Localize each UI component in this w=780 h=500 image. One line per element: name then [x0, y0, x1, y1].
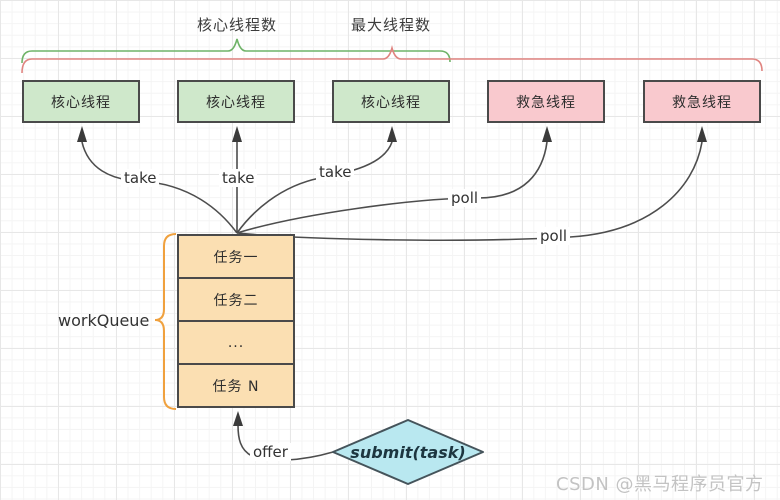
- core-thread-box-1: 核心线程: [22, 80, 140, 123]
- edge-poll-1: [236, 141, 548, 234]
- edge-take-1: [81, 141, 238, 234]
- poll-label-2: poll: [537, 227, 571, 245]
- rescue-thread-box-2: 救急线程: [643, 80, 761, 123]
- arrowhead-take-2: [232, 126, 242, 142]
- submit-task-label: submit(task): [350, 443, 466, 462]
- arrowhead-poll-1: [542, 126, 552, 142]
- queue-cell-task-1: 任务一: [179, 236, 293, 279]
- queue-cell-task-2: 任务二: [179, 279, 293, 322]
- arrowhead-offer: [233, 411, 243, 426]
- take-label-2: take: [219, 169, 258, 187]
- take-label-1: take: [121, 169, 160, 187]
- poll-label-1: poll: [448, 189, 482, 207]
- rescue-thread-box-1: 救急线程: [487, 80, 605, 123]
- core-count-brace: [21, 38, 451, 64]
- work-queue-label: workQueue: [58, 311, 150, 330]
- core-thread-box-2: 核心线程: [177, 80, 295, 123]
- take-label-3: take: [316, 163, 355, 181]
- arrowhead-take-3: [387, 126, 397, 142]
- max-thread-count-label: 最大线程数: [350, 16, 431, 34]
- arrowhead-poll-2: [697, 126, 707, 142]
- max-count-brace: [21, 44, 763, 74]
- offer-label: offer: [250, 443, 291, 461]
- core-thread-box-3: 核心线程: [332, 80, 450, 123]
- arrowhead-take-1: [77, 126, 87, 142]
- core-thread-count-label: 核心线程数: [196, 16, 277, 34]
- queue-cell-ellipsis: ...: [179, 322, 293, 365]
- submit-diamond-shape: [332, 419, 484, 485]
- edge-take-3: [236, 141, 393, 234]
- work-queue-brace: [154, 233, 177, 410]
- work-queue: 任务一 任务二 ... 任务 N: [177, 234, 295, 408]
- queue-cell-task-n: 任务 N: [212, 378, 260, 395]
- watermark-text: CSDN @黑马程序员官方: [556, 474, 764, 495]
